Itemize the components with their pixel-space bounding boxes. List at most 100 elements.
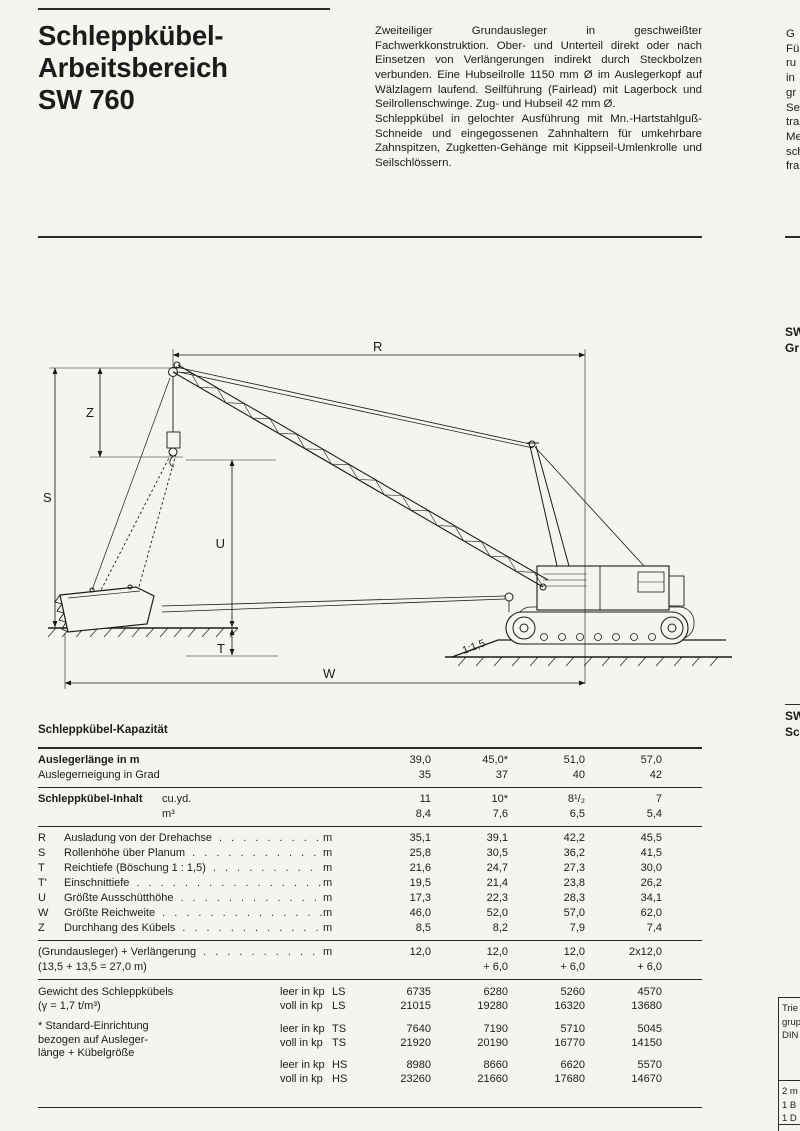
intro-paragraph-2: Schleppkübel in gelochter Ausführung mit… [375, 112, 702, 169]
weight-row: leer in kp LS 6735 6280 5260 4570 [280, 985, 670, 999]
row-value: 17,3 [409, 892, 431, 904]
row-unit: m [323, 892, 333, 904]
row-value: 62,0 [640, 907, 662, 919]
right-fragment: gr [786, 86, 797, 99]
bucket-inner-line [67, 590, 141, 599]
row-value: 8,2 [492, 922, 508, 934]
page-title-line1: Schleppkübel- [38, 20, 224, 51]
row-value: 8,5 [415, 922, 431, 934]
weight-unit: leer in kp [280, 986, 325, 998]
dim-label-S: S [43, 490, 52, 505]
weight-row: voll in kp LS 21015 19280 16320 13680 [280, 999, 670, 1013]
row-unit: m³ [162, 808, 175, 820]
crane-machine [504, 440, 695, 645]
table-rule [38, 940, 702, 941]
track-hub [667, 623, 677, 633]
boom-length-value: 51,0 [563, 754, 585, 766]
capacity-value: 8¹/₂ [567, 793, 585, 805]
weight-value: 8660 [483, 1059, 508, 1072]
row-label: Auslegerlänge in m [38, 754, 140, 766]
row-label-cell: Reichtiefe (Böschung 1 : 1,5). . . . . .… [64, 861, 322, 876]
ground-hatching-right [457, 656, 719, 667]
right-rule-fragment [779, 1124, 800, 1125]
row-label-cell: (Grundausleger) + Verlängerung. . . . . … [38, 945, 322, 960]
row-unit: m [323, 907, 333, 919]
std-note-line: bezogen auf Ausleger- [38, 1033, 149, 1046]
weights-title: Gewicht des Schleppkübels [38, 986, 174, 998]
weight-value: 7640 [406, 1022, 431, 1035]
row-letter: Z [38, 922, 45, 934]
weight-value: 16770 [554, 1036, 585, 1049]
weights-rows: leer in kp LS 6735 6280 5260 4570 voll i… [280, 985, 670, 1087]
boom-lattice-web [172, 371, 544, 588]
working-range-diagram: 1:1,5 [40, 339, 760, 715]
right-fragment: SW [785, 709, 800, 723]
machine-house [536, 565, 670, 611]
row-letter: T' [38, 877, 47, 889]
weight-row: leer in kp TS 7640 7190 5710 5045 [280, 1022, 670, 1036]
leader-dots: . . . . . . . . . . . . . . . . . . . . [218, 832, 322, 844]
capacity-value: 7,6 [492, 808, 508, 820]
row-value: 21,4 [486, 877, 508, 889]
right-fragment: 2 m [782, 1086, 798, 1097]
table-row-extension-2: (13,5 + 13,5 = 27,0 m) + 6,0 + 6,0 + 6,0 [38, 960, 670, 975]
weight-value: 21660 [477, 1073, 508, 1086]
weight-value: 6280 [483, 986, 508, 998]
row-label-cell: Einschnittiefe. . . . . . . . . . . . . … [64, 876, 322, 891]
row-value: 52,0 [486, 907, 508, 919]
table-row: T' Einschnittiefe. . . . . . . . . . . .… [38, 876, 670, 891]
fairlead-roller [504, 592, 514, 602]
row-value: 28,3 [563, 892, 585, 904]
dump-rope [91, 377, 171, 591]
weight-code: LS [332, 1000, 346, 1013]
row-letter: W [38, 907, 49, 919]
crane-drawing: 1:1,5 [43, 339, 732, 689]
capacity-table: Schleppkübel-Kapazität Auslegerlänge in … [38, 723, 702, 1112]
pendant-ropes [175, 366, 534, 449]
right-fragment: tra [786, 116, 800, 129]
chain-shackle [89, 587, 95, 593]
row-value: 23,8 [563, 877, 585, 889]
weight-value: 13680 [631, 1000, 662, 1013]
boom-angle-value: 40 [572, 769, 585, 781]
row-letter: T [38, 862, 45, 874]
leader-dots: . . . . . . . . . . . . . . . . . . . . [162, 907, 322, 919]
row-label: Größte Reichweite [64, 907, 156, 919]
row-value: 45,5 [640, 832, 662, 844]
row-value: 19,5 [409, 877, 431, 889]
intro-text: Zweiteiliger Grundausleger in geschweißt… [375, 24, 702, 171]
row-unit: m [323, 832, 333, 844]
track-idler-rear [660, 616, 684, 640]
weight-value: 7190 [483, 1022, 508, 1035]
row-label: Schleppkübel-Inhalt [38, 793, 143, 805]
row-value: 35,1 [409, 832, 431, 844]
right-column-bottom-lower: 2 m 1 B 1 D [782, 1085, 798, 1126]
row-letter: U [38, 892, 46, 904]
right-fragment: in [786, 72, 795, 85]
standard-equipment-note: * Standard-Einrichtung bezogen auf Ausle… [38, 1020, 173, 1061]
capacity-value: 5,4 [646, 808, 662, 820]
track-hub [519, 623, 529, 633]
boom-chords [172, 364, 549, 588]
house-grill-lines [543, 573, 587, 587]
dim-label-Z: Z [86, 405, 94, 420]
track-idler-front [512, 616, 536, 640]
row-label: (Grundausleger) + Verlängerung [38, 946, 197, 958]
row-value: 36,2 [563, 847, 585, 859]
right-fragment: G [786, 28, 795, 40]
row-value: 30,5 [486, 847, 508, 859]
leader-dots: . . . . . . . . . . . . . . . . . . . . [182, 922, 322, 934]
lattice-boom [168, 361, 549, 588]
row-label: Rollenhöhe über Planum [64, 847, 186, 859]
capacity-value: 7 [655, 793, 662, 805]
row-label-cell: Durchhang des Kübels. . . . . . . . . . … [64, 921, 322, 936]
row-unit: m [323, 877, 333, 889]
row-unit: m [323, 862, 333, 874]
weight-unit: voll in kp [280, 1073, 323, 1086]
table-heading: Schleppkübel-Kapazität [38, 724, 168, 736]
row-letter: S [38, 847, 46, 859]
weight-code: HS [332, 1059, 348, 1072]
boom-angle-value: 35 [418, 769, 431, 781]
capacity-value: 10* [491, 793, 508, 805]
extension-section: (Grundausleger) + Verlängerung. . . . . … [38, 945, 702, 975]
